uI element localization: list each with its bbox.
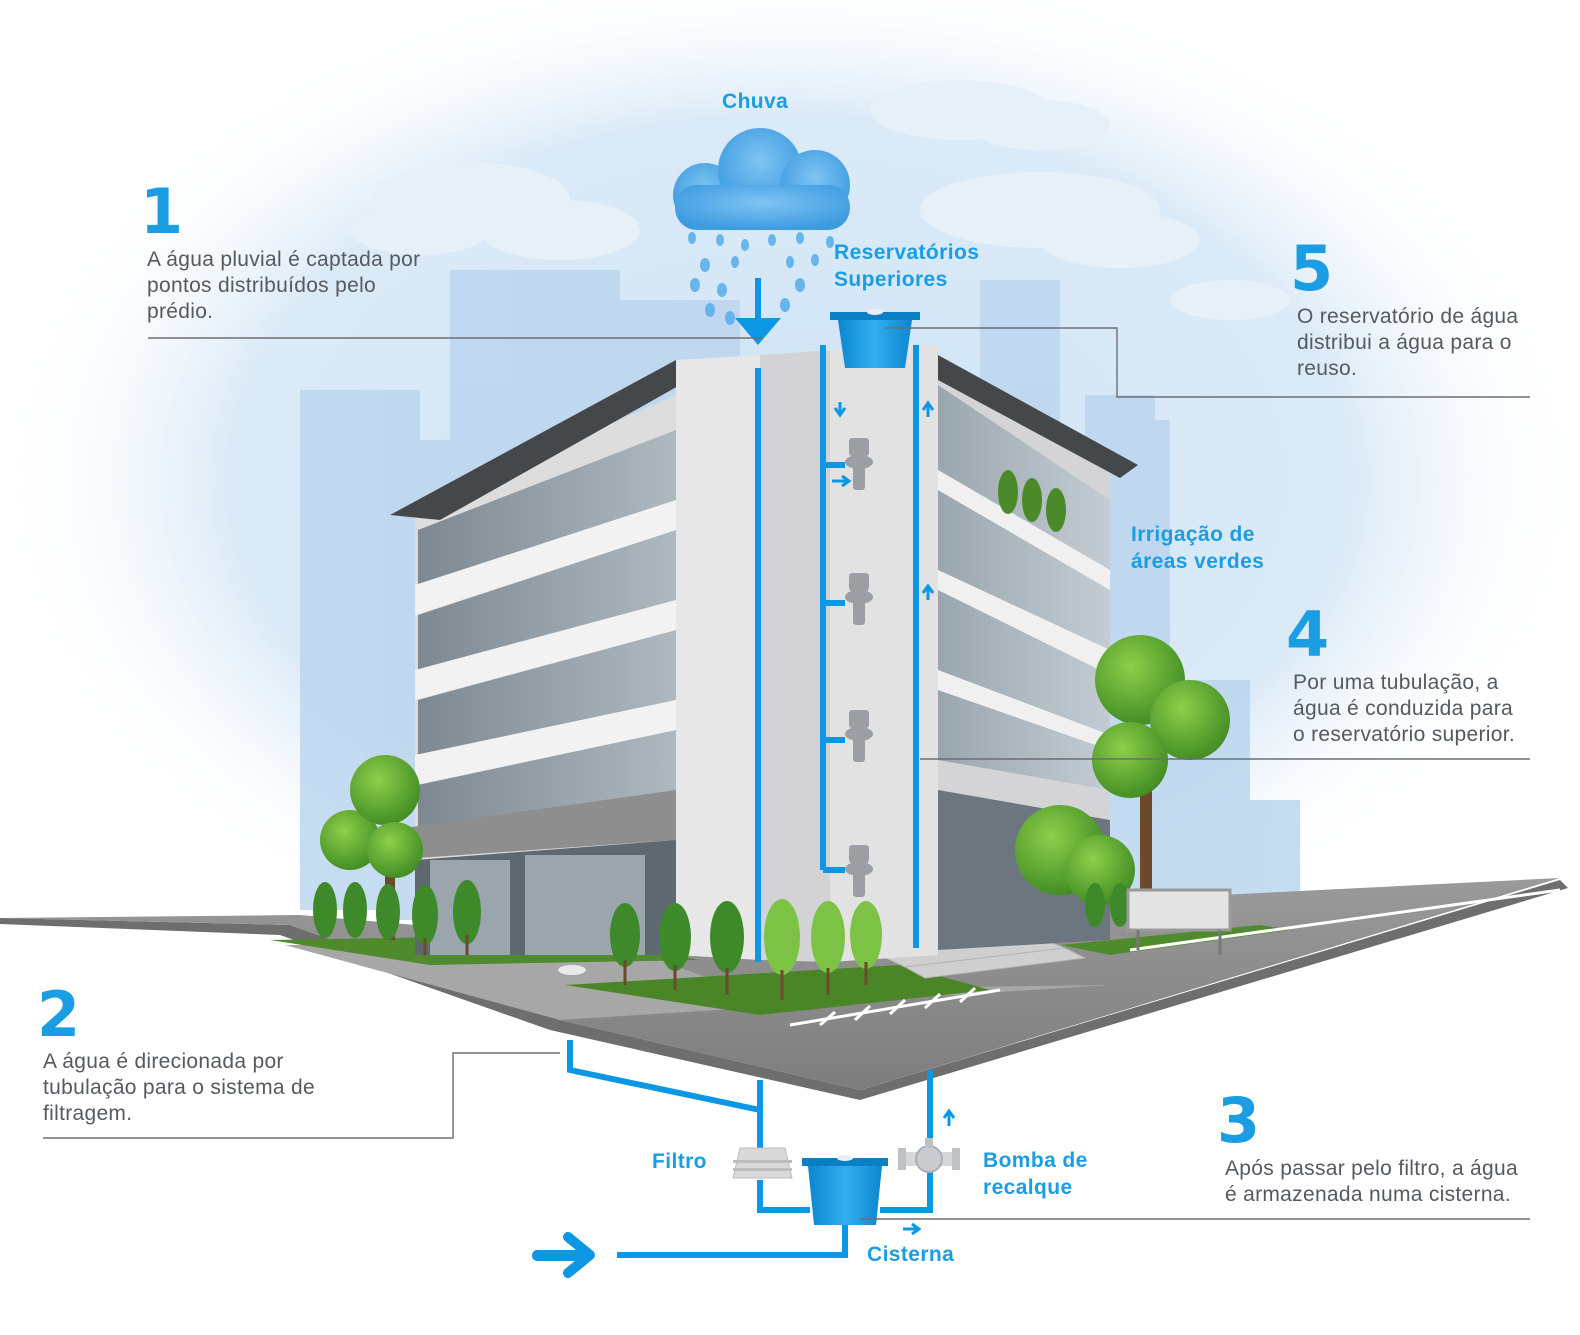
step-1-line-1: A água pluvial é captada por — [147, 248, 421, 271]
step-2-number: 2 — [37, 978, 81, 1051]
step-3-number: 3 — [1217, 1084, 1261, 1157]
step-1-line-2: pontos distribuídos pelo — [147, 274, 377, 297]
step-2-line-2: tubulação para o sistema de — [43, 1076, 315, 1099]
pipe-system — [567, 278, 933, 1258]
step-5-line-3: reuso. — [1297, 357, 1358, 380]
pump-valve-icon — [898, 1138, 960, 1173]
step-1-description: A água pluvial é captada por pontos dist… — [147, 247, 447, 325]
label-irrigacao: Irrigação de áreas verdes — [1131, 521, 1264, 575]
step-3-line-1: Após passar pelo filtro, a água — [1225, 1157, 1518, 1180]
building — [390, 345, 1138, 962]
cistern-tank-icon — [802, 1155, 888, 1225]
background-clouds — [350, 80, 1290, 320]
rain-arrow-head — [735, 318, 781, 345]
label-bomba-de-recalque: Bomba de recalque — [983, 1147, 1088, 1201]
step-5-description: O reservatório de água distribui a água … — [1297, 304, 1557, 382]
label-irrigacao-line-2: áreas verdes — [1131, 550, 1265, 573]
label-bomba-line-1: Bomba de — [983, 1149, 1088, 1172]
step-5-number: 5 — [1290, 232, 1334, 305]
toilet-icon — [845, 438, 873, 897]
step-4-number: 4 — [1286, 598, 1330, 671]
step-1-line-3: prédio. — [147, 300, 214, 323]
cloud-rain-icon — [673, 128, 850, 325]
label-cisterna: Cisterna — [867, 1243, 955, 1266]
label-reservatorios-superiores: Reservatórios Superiores — [834, 239, 979, 293]
step-4-line-2: água é conduzida para — [1293, 697, 1513, 720]
step-4-line-3: o reservatório superior. — [1293, 723, 1515, 746]
step-5-line-1: O reservatório de água — [1297, 305, 1519, 328]
label-chuva: Chuva — [722, 90, 789, 113]
label-bomba-line-2: recalque — [983, 1176, 1073, 1199]
step-1-number: 1 — [140, 175, 184, 248]
trees — [313, 470, 1230, 1000]
label-filtro: Filtro — [652, 1150, 707, 1173]
filter-icon — [732, 1147, 793, 1179]
step-2-line-3: filtragem. — [43, 1102, 133, 1125]
arrow-right-icon — [532, 1232, 595, 1278]
label-reservatorios-line-1: Reservatórios — [834, 241, 980, 264]
label-irrigacao-line-1: Irrigação de — [1131, 523, 1255, 546]
label-reservatorios-line-2: Superiores — [834, 268, 948, 291]
step-2-description: A água é direcionada por tubulação para … — [43, 1049, 353, 1127]
leader-lines — [43, 327, 1530, 1220]
step-2-line-1: A água é direcionada por — [43, 1050, 284, 1073]
flow-arrows — [832, 400, 956, 1236]
step-4-description: Por uma tubulação, a água é conduzida pa… — [1293, 670, 1553, 748]
step-3-line-2: é armazenada numa cisterna. — [1225, 1183, 1511, 1206]
upper-reservoir-tank-icon — [830, 309, 920, 368]
signboard — [1126, 888, 1232, 955]
step-4-line-1: Por uma tubulação, a — [1293, 671, 1499, 694]
step-5-line-2: distribui a água para o — [1297, 331, 1512, 354]
step-3-description: Após passar pelo filtro, a água é armaze… — [1225, 1156, 1545, 1208]
